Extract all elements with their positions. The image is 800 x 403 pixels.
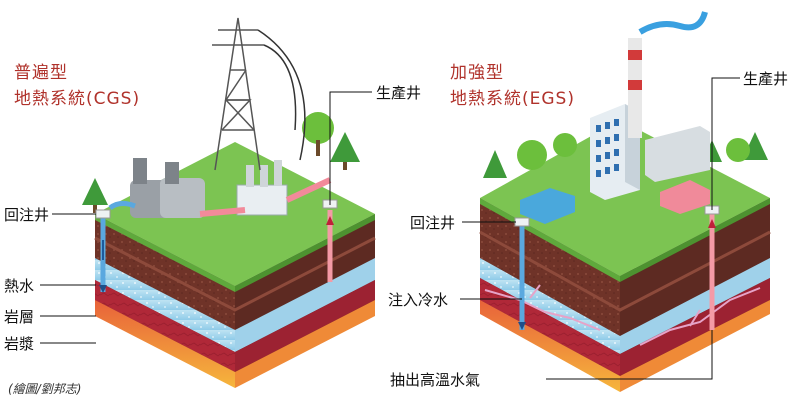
fracture-network (484, 284, 761, 346)
cgs-injection-well-label: 回注井 (4, 206, 50, 224)
inject-cold-water-label: 注入冷水 (388, 291, 449, 309)
cgs-title-line1: 普遍型 (14, 63, 68, 83)
egs-title-line1: 加強型 (450, 63, 504, 83)
rock-layer-label: 岩層 (4, 308, 35, 326)
cgs-hot-pipe-surface (199, 177, 332, 217)
egs-production-well-label: 生產井 (743, 70, 789, 88)
leader-lines (40, 77, 740, 380)
cgs-production-well-label: 生產井 (376, 84, 422, 102)
egs-front-water (480, 258, 620, 354)
egs-grass-top (480, 120, 770, 276)
egs-front-rock (480, 278, 620, 376)
red-pump-house (660, 180, 710, 214)
cgs-front-magma (95, 300, 235, 388)
cgs-side-water (235, 258, 375, 352)
egs-side-magma (620, 300, 770, 392)
extract-hot-steam-label: 抽出高溫水氣 (390, 371, 481, 389)
egs-side-water (620, 258, 770, 354)
egs-title-line2: 地熱系統(EGS) (450, 89, 575, 109)
cgs-title-line2: 地熱系統(CGS) (14, 89, 141, 109)
egs-injection-well-label: 回注井 (410, 214, 456, 232)
egs-side-rock (620, 278, 770, 376)
power-plant-building (590, 11, 710, 200)
cgs-side-rock (235, 280, 375, 372)
hot-water-label: 熱水 (4, 277, 35, 295)
transmission-tower (212, 17, 306, 171)
cgs-front-rock (95, 280, 235, 372)
cgs-block (82, 17, 376, 388)
egs-block (479, 11, 771, 392)
egs-front-magma (480, 300, 620, 392)
cgs-side-magma (235, 300, 375, 388)
magma-label: 岩漿 (4, 335, 35, 353)
power-plant-equipment (130, 158, 288, 218)
illustration-credit: (繪圖/劉邦志) (8, 382, 82, 396)
tree (82, 132, 360, 213)
blue-pump-house (520, 188, 575, 224)
cgs-front-water (95, 258, 235, 352)
steam-plume (638, 11, 708, 35)
